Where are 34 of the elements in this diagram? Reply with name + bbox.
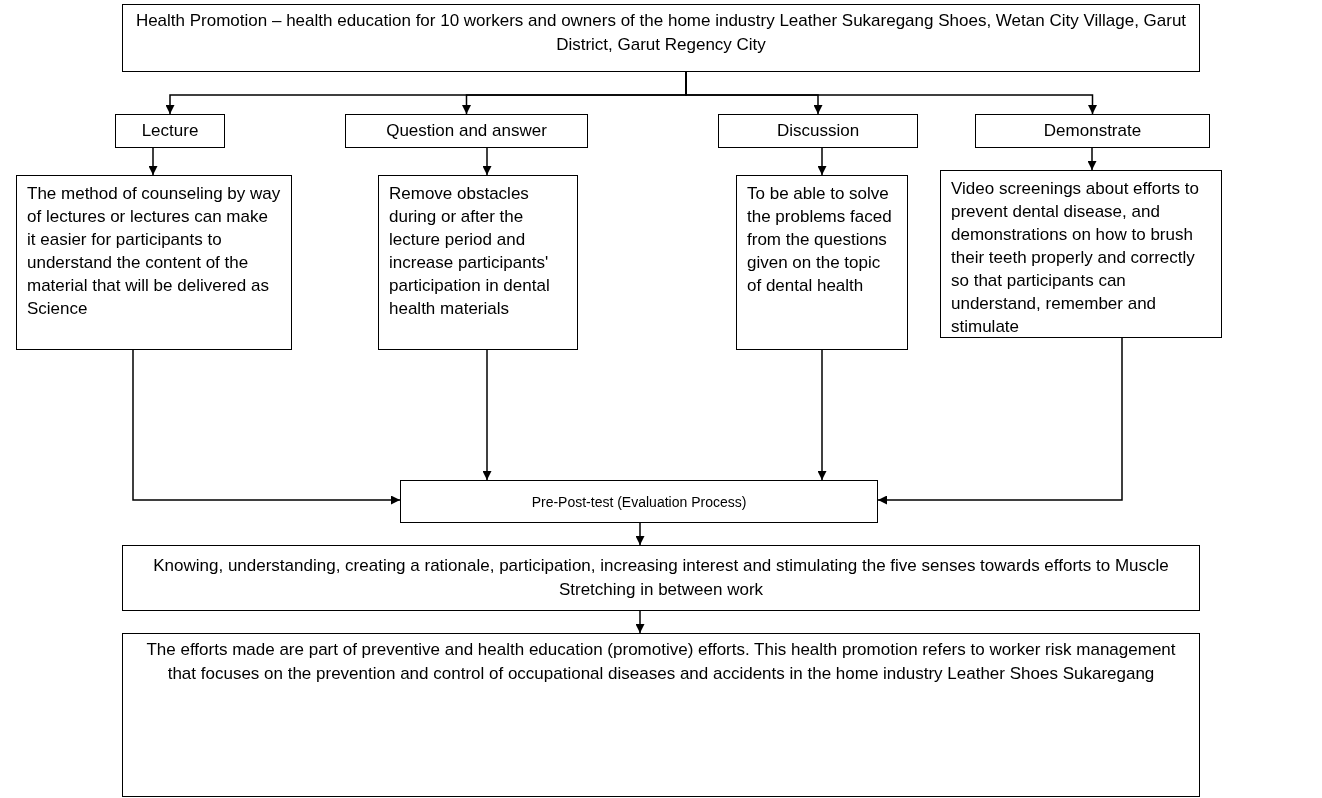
process-box bbox=[378, 175, 578, 350]
process-box bbox=[400, 480, 878, 523]
arrow bbox=[482, 349, 492, 481]
process-box bbox=[122, 545, 1200, 611]
arrow bbox=[1087, 147, 1097, 171]
process-box bbox=[718, 114, 918, 148]
arrow bbox=[817, 349, 827, 481]
box-text: The method of counseling by way of lectures or lectures can make it easier for participants to understand the content of the material that will be delivered as Science bbox=[27, 183, 281, 320]
arrow bbox=[132, 349, 401, 505]
box-text: Lecture bbox=[141, 120, 199, 142]
box-text: Discussion bbox=[776, 120, 860, 142]
process-box bbox=[122, 4, 1200, 72]
box-text: Remove obstacles during or after the lecture period and increase participants' participation in dental health materials bbox=[389, 183, 551, 320]
process-box bbox=[16, 175, 292, 350]
box-text: To be able to solve the problems faced from the questions given on the topic of dental health bbox=[747, 183, 893, 297]
process-box bbox=[122, 633, 1200, 797]
box-text: Knowing, understanding, creating a rationale, participation, increasing interest and stimulating the five senses towards efforts to Muscle Stretching in between work bbox=[152, 555, 1170, 601]
box-text: Video screenings about efforts to prevent dental disease, and demonstrations on how to brush their teeth properly and correctly so that participants can understand, remember and stimulate bbox=[951, 178, 1200, 338]
arrow bbox=[148, 147, 158, 176]
arrow bbox=[635, 610, 645, 634]
box-text: Health Promotion – health education for 10 workers and owners of the home industry Leather Sukaregang Shoes, Wetan City Village, Garut District, Garut Regency City bbox=[134, 10, 1188, 56]
arrow bbox=[635, 522, 645, 546]
box-text: Pre-Post-test (Evaluation Process) bbox=[531, 492, 747, 512]
process-box bbox=[345, 114, 588, 148]
box-text: Demonstrate bbox=[1043, 120, 1142, 142]
arrow bbox=[877, 337, 1123, 505]
process-box bbox=[736, 175, 908, 350]
process-box bbox=[975, 114, 1210, 148]
arrow bbox=[482, 147, 492, 176]
process-box bbox=[115, 114, 225, 148]
process-box bbox=[940, 170, 1222, 338]
box-text: The efforts made are part of preventive and health education (promotive) efforts. This health promotion refers to worker risk management that focuses on the prevention and control of occupational diseases and accidents in the home industry Leather Shoes Sukaregang bbox=[145, 639, 1177, 685]
arrow bbox=[817, 147, 827, 176]
box-text: Question and answer bbox=[386, 120, 547, 142]
